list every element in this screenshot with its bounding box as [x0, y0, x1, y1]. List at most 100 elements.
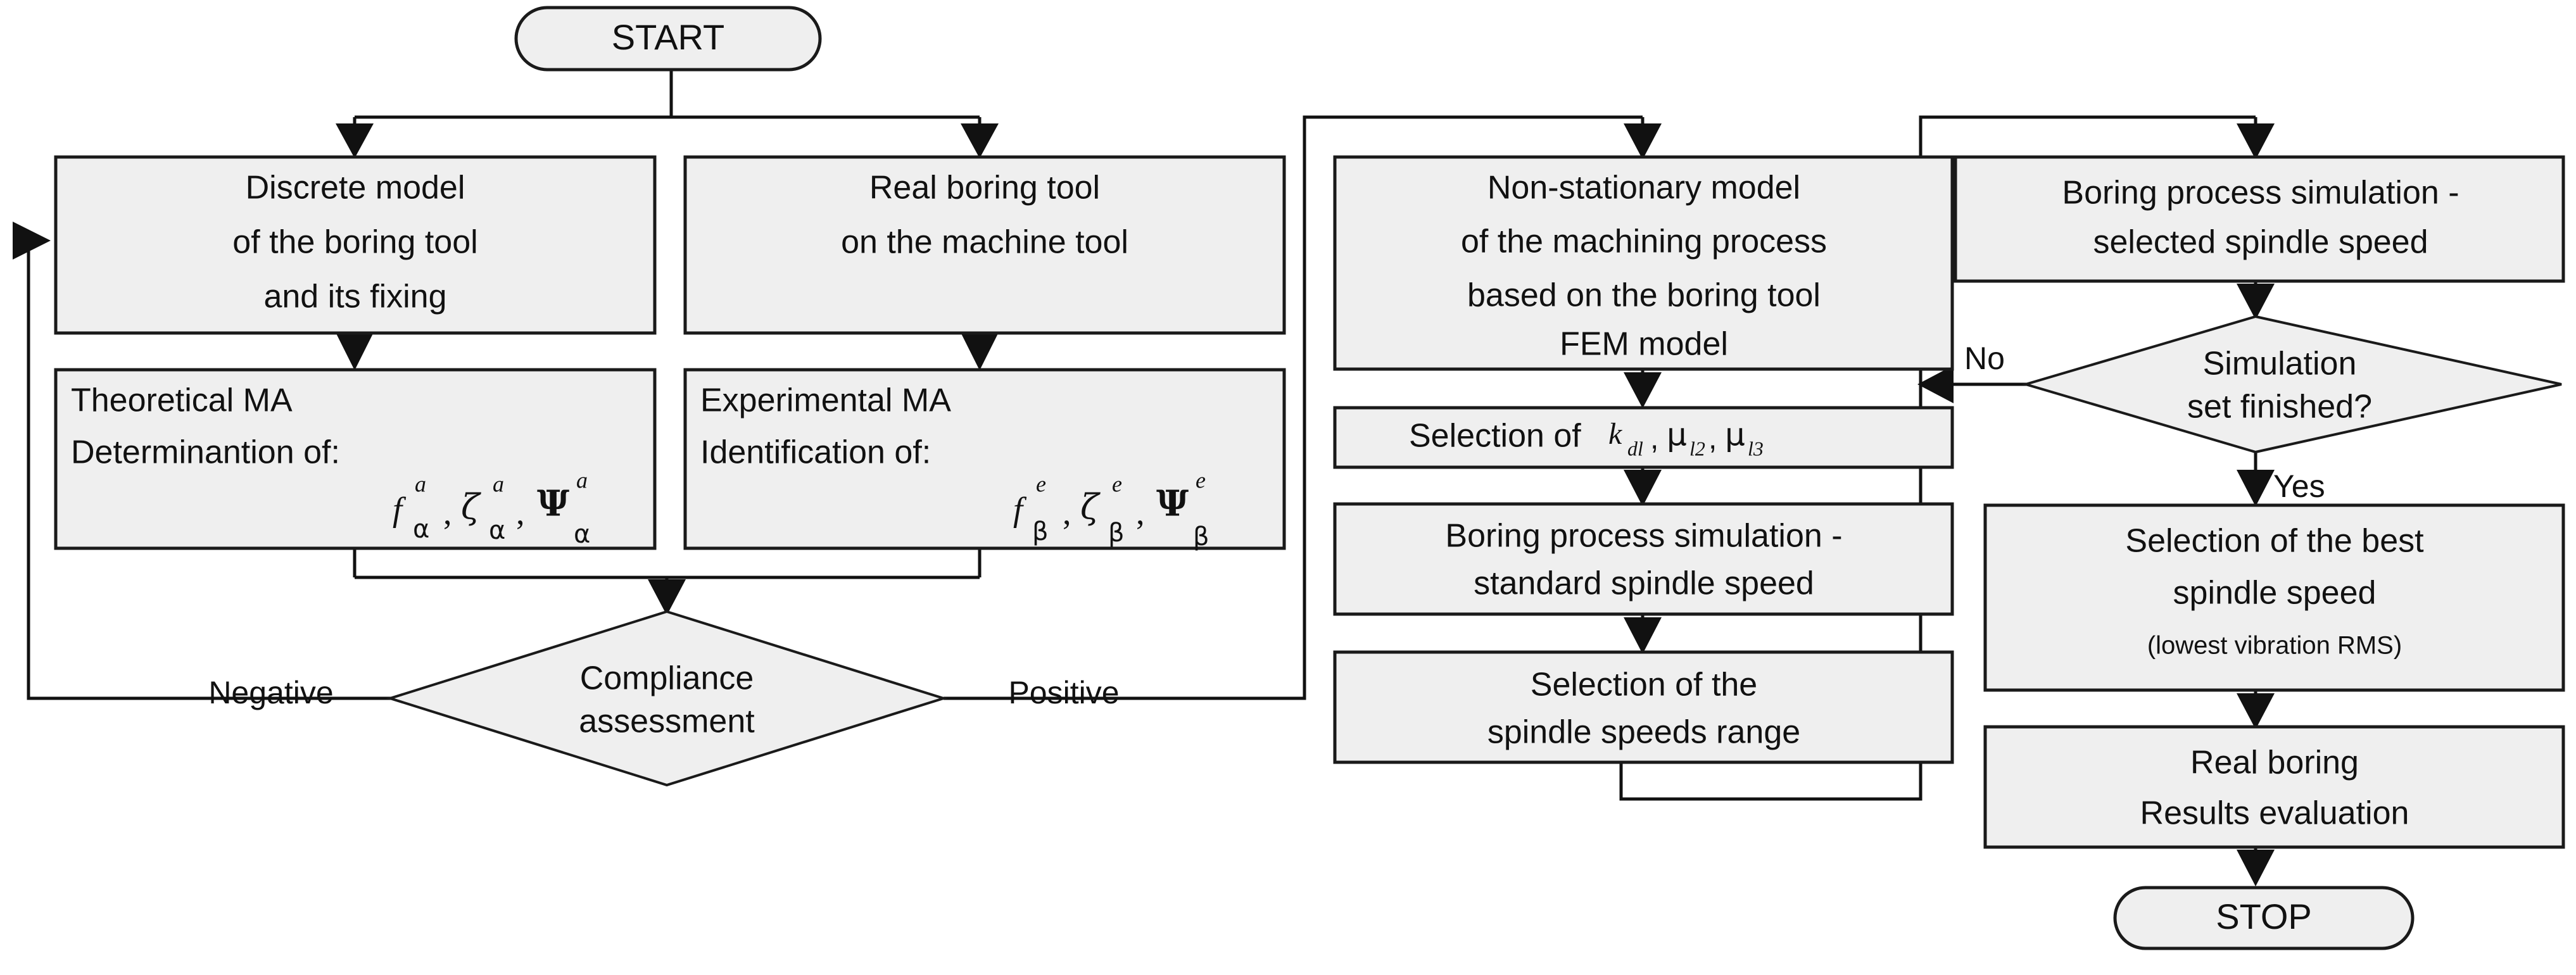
arrowhead-nonstationary — [1624, 123, 1662, 160]
experimental-ma-line2: Identification of: — [700, 434, 931, 471]
node-simulation-finished-decision[interactable]: Simulation set finished? — [2021, 315, 2562, 454]
theoretical-ma-math: f a α , ζ a α , Ψ a α — [393, 467, 590, 549]
svg-text:Ψ: Ψ — [537, 483, 569, 525]
svg-text:,: , — [443, 493, 452, 531]
arrowhead-simstd — [1624, 470, 1662, 506]
edge-range-to-simselected — [1619, 115, 2256, 801]
arrowhead-negative-return — [13, 222, 51, 260]
start-label: START — [612, 17, 724, 57]
svg-text:a: a — [576, 467, 588, 493]
node-sim-selected[interactable]: Boring process simulation - selected spi… — [1954, 155, 2565, 283]
best-speed-line3: (lowest vibration RMS) — [2147, 632, 2402, 660]
node-compliance-assessment[interactable]: Compliance assessment — [386, 610, 948, 787]
svg-text:β: β — [1193, 522, 1209, 551]
svg-text:,: , — [1708, 422, 1717, 456]
arrowhead-theoretical — [336, 332, 374, 370]
node-real-boring-tool[interactable]: Real boring tool on the machine tool — [683, 155, 1286, 335]
nonstat-line3: based on the boring tool — [1467, 277, 1821, 314]
svg-text:,: , — [516, 493, 525, 531]
real-boring-line1: Real boring — [2190, 745, 2359, 781]
svg-text:α: α — [413, 515, 429, 544]
node-start[interactable]: START — [514, 6, 822, 72]
svg-text:α: α — [574, 520, 590, 549]
svg-text:e: e — [1112, 471, 1122, 496]
selection-k-prefix: Selection of — [1409, 418, 1581, 455]
best-speed-line1: Selection of the best — [2125, 523, 2424, 560]
node-selection-speed-range[interactable]: Selection of the spindle speeds range — [1333, 650, 1954, 764]
selection-range-line1: Selection of the — [1531, 667, 1757, 703]
node-stop[interactable]: STOP — [2113, 886, 2415, 950]
sim-standard-line1: Boring process simulation - — [1445, 518, 1842, 555]
node-non-stationary-model[interactable]: Non-stationary model of the machining pr… — [1333, 155, 1954, 371]
svg-text:k: k — [1608, 417, 1623, 451]
decision-line2: set finished? — [2187, 389, 2372, 425]
arrowhead-selectionk — [1624, 372, 1662, 408]
edge-positive-loop — [944, 115, 1643, 700]
arrowhead-no — [1917, 365, 1954, 403]
node-discrete-model[interactable]: Discrete model of the boring tool and it… — [54, 155, 657, 335]
nonstat-line1: Non-stationary model — [1487, 170, 1800, 206]
stop-label: STOP — [2216, 896, 2311, 936]
node-theoretical-ma[interactable]: Theoretical MA Determinantion of: f a α … — [54, 368, 657, 550]
svg-text:l3: l3 — [1748, 437, 1764, 460]
svg-text:a: a — [493, 471, 504, 496]
svg-text:e: e — [1036, 471, 1046, 496]
nonstat-line4: FEM model — [1560, 326, 1728, 363]
node-experimental-ma[interactable]: Experimental MA Identification of: f e β… — [683, 368, 1286, 551]
svg-text:,: , — [1063, 493, 1071, 531]
real-boring-line2: Results evaluation — [2140, 795, 2409, 832]
arrowhead-realboring — [2237, 693, 2275, 729]
edge-label-negative: Negative — [208, 675, 333, 710]
node-real-boring-results[interactable]: Real boring Results evaluation — [1983, 725, 2565, 849]
svg-text:l2: l2 — [1689, 437, 1705, 460]
sim-standard-line2: standard spindle speed — [1474, 565, 1814, 602]
arrowhead-yes — [2237, 470, 2275, 506]
selection-range-line2: spindle speeds range — [1487, 714, 1800, 751]
sim-selected-line2: selected spindle speed — [2093, 224, 2428, 261]
svg-text:Ψ: Ψ — [1156, 483, 1189, 525]
svg-text:a: a — [415, 471, 426, 496]
arrowhead-decision — [2237, 284, 2275, 320]
arrowhead-compliance — [648, 579, 686, 615]
nonstat-line2: of the machining process — [1461, 223, 1827, 260]
discrete-model-line1: Discrete model — [246, 170, 465, 206]
sim-selected-line1: Boring process simulation - — [2062, 175, 2459, 211]
real-tool-line1: Real boring tool — [869, 170, 1100, 206]
theoretical-ma-line1: Theoretical MA — [71, 382, 293, 419]
svg-text:e: e — [1196, 467, 1206, 493]
decision-line1: Simulation — [2203, 346, 2357, 382]
selection-k-symbols: k dl , μ l2 , μ l3 — [1608, 417, 1764, 460]
node-sim-standard[interactable]: Boring process simulation - standard spi… — [1333, 502, 1954, 616]
discrete-model-line2: of the boring tool — [232, 224, 477, 261]
svg-text:dl: dl — [1627, 437, 1643, 460]
arrowhead-range — [1624, 617, 1662, 654]
svg-text:β: β — [1108, 519, 1125, 548]
edge-label-positive: Positive — [1008, 675, 1119, 710]
compliance-line1: Compliance — [580, 660, 754, 697]
connector-layer — [13, 70, 2275, 886]
experimental-ma-line1: Experimental MA — [700, 382, 951, 419]
real-tool-line2: on the machine tool — [841, 224, 1128, 261]
discrete-model-line3: and its fixing — [263, 279, 446, 315]
node-best-spindle-speed[interactable]: Selection of the best spindle speed (low… — [1983, 503, 2565, 692]
svg-text:ζ: ζ — [461, 487, 481, 527]
svg-text:μ: μ — [1725, 417, 1745, 453]
arrowhead-realtool — [961, 123, 999, 158]
arrowhead-simselected — [2237, 123, 2275, 160]
experimental-ma-math: f e β , ζ e β , Ψ e β — [1013, 467, 1209, 551]
svg-text:,: , — [1136, 493, 1145, 531]
node-selection-coefficients[interactable]: Selection of k dl , μ l2 , μ l3 — [1333, 406, 1954, 469]
svg-text:μ: μ — [1667, 417, 1687, 453]
arrowhead-discrete — [336, 123, 374, 158]
edge-negative-loop — [27, 241, 391, 700]
svg-text:β: β — [1032, 517, 1049, 546]
arrowhead-stop — [2237, 850, 2275, 886]
compliance-line2: assessment — [579, 703, 755, 740]
best-speed-line2: spindle speed — [2173, 575, 2377, 612]
theoretical-ma-line2: Determinantion of: — [71, 434, 340, 471]
edge-label-no: No — [1964, 341, 2005, 376]
svg-text:α: α — [489, 516, 505, 545]
svg-text:,: , — [1650, 422, 1658, 456]
